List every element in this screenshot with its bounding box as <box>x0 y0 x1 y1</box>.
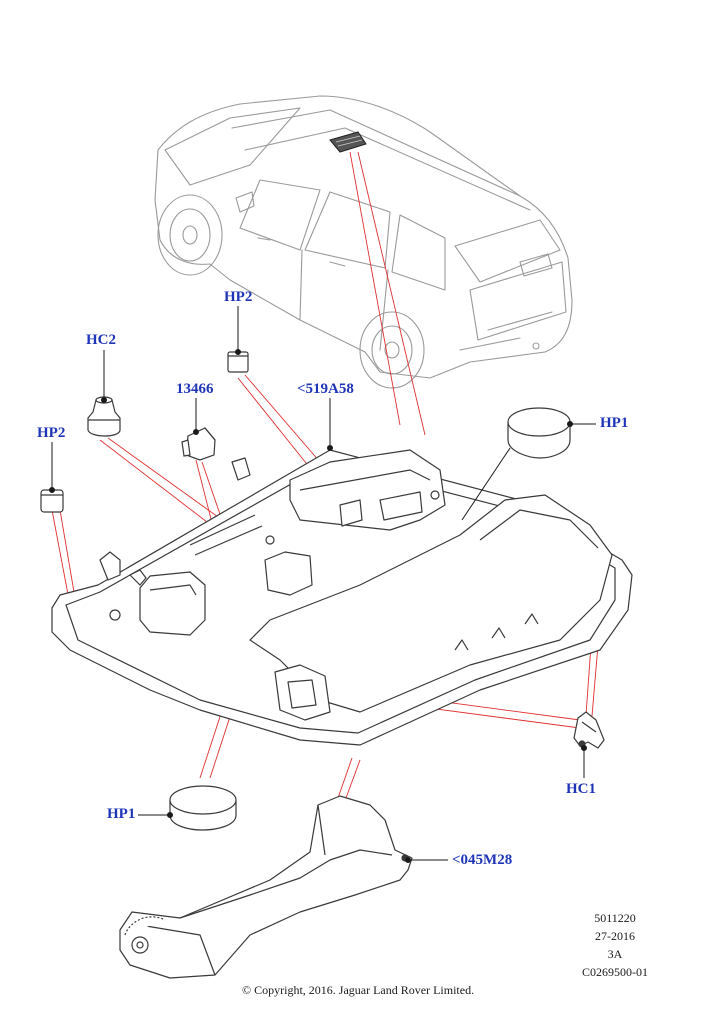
lower-trim-cover <box>119 795 413 979</box>
callout-13466: 13466 <box>176 381 214 397</box>
reference-date-code: 27-2016 <box>595 929 635 943</box>
reference-revision: 3A <box>607 947 623 961</box>
copyright-notice: © Copyright, 2016. Jaguar Land Rover Lim… <box>242 983 475 997</box>
callout-hc2: HC2 <box>86 332 116 348</box>
reference-number: 5011220 <box>594 911 636 925</box>
callout-hp2-left: HP2 <box>37 425 66 441</box>
callout-hc1: HC1 <box>566 781 596 797</box>
reference-illustration-id: C0269500-01 <box>582 965 648 979</box>
callout-leaders <box>49 306 596 863</box>
roof-console-location <box>329 131 367 153</box>
hp1-plug-right <box>507 407 571 459</box>
hc2-plug <box>87 396 121 437</box>
bulb-holder-13466 <box>181 427 216 461</box>
hp2-plug-left <box>40 489 64 513</box>
callout-hp1-bottom: HP1 <box>107 806 136 822</box>
vehicle-outline <box>154 95 573 389</box>
callout-hp1-right: HP1 <box>600 415 629 431</box>
hc1-clip <box>573 711 605 749</box>
callout-hp2-top: HP2 <box>224 289 253 305</box>
callout-519a58: <519A58 <box>297 381 354 397</box>
overhead-console-housing <box>51 449 633 746</box>
callout-045m28: <045M28 <box>452 852 513 868</box>
hp1-plug-bottom <box>169 785 237 831</box>
